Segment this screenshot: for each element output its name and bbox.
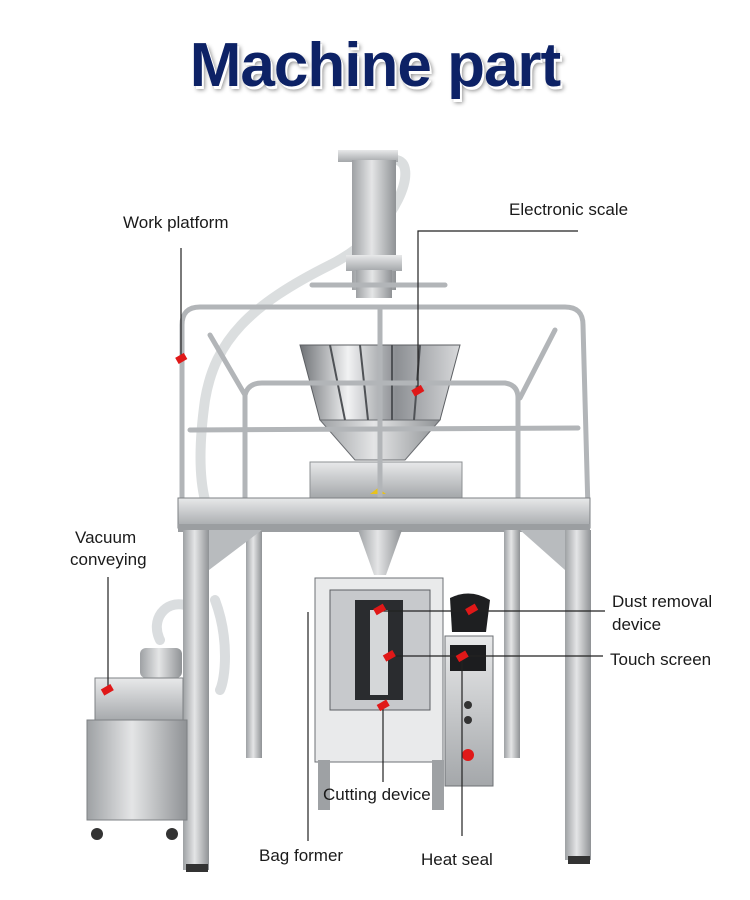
marker-dust-device xyxy=(465,603,479,616)
work-platform-deck xyxy=(177,497,591,532)
leader-electronic-scale xyxy=(417,230,578,390)
marker-cutting-device xyxy=(376,699,390,712)
label-bag-former: Bag former xyxy=(259,846,344,865)
label-touch-screen: Touch screen xyxy=(610,650,712,669)
leader-lines xyxy=(107,230,605,841)
vacuum-hose xyxy=(151,155,411,695)
marker-dust-removal xyxy=(373,603,387,616)
page-title: Machine part xyxy=(0,30,750,101)
label-cutting-device: Cutting device xyxy=(323,785,431,804)
marker-heat-seal xyxy=(455,650,469,663)
title-text: Machine part xyxy=(189,31,561,100)
guard-rail xyxy=(179,282,591,515)
vacuum-feeder xyxy=(338,150,402,298)
marker-electronic-scale xyxy=(411,384,425,397)
marker-vacuum-conveying xyxy=(100,684,114,696)
label-dust-removal-line1: Dust removal xyxy=(612,592,713,611)
label-electronic-scale: Electronic scale xyxy=(509,200,629,219)
packing-machine xyxy=(314,577,494,810)
marker-touch-screen xyxy=(382,650,396,662)
label-dust-removal-line2: device xyxy=(612,615,662,634)
label-vacuum-line1: Vacuum xyxy=(75,528,137,547)
label-work-platform: Work platform xyxy=(123,213,229,232)
vacuum-conveyor-unit xyxy=(86,648,188,840)
support-legs xyxy=(183,530,591,872)
marker-work-platform xyxy=(175,352,188,364)
label-heat-seal: Heat seal xyxy=(421,850,493,869)
part-markers xyxy=(100,352,479,712)
label-vacuum-line2: conveying xyxy=(70,550,147,569)
